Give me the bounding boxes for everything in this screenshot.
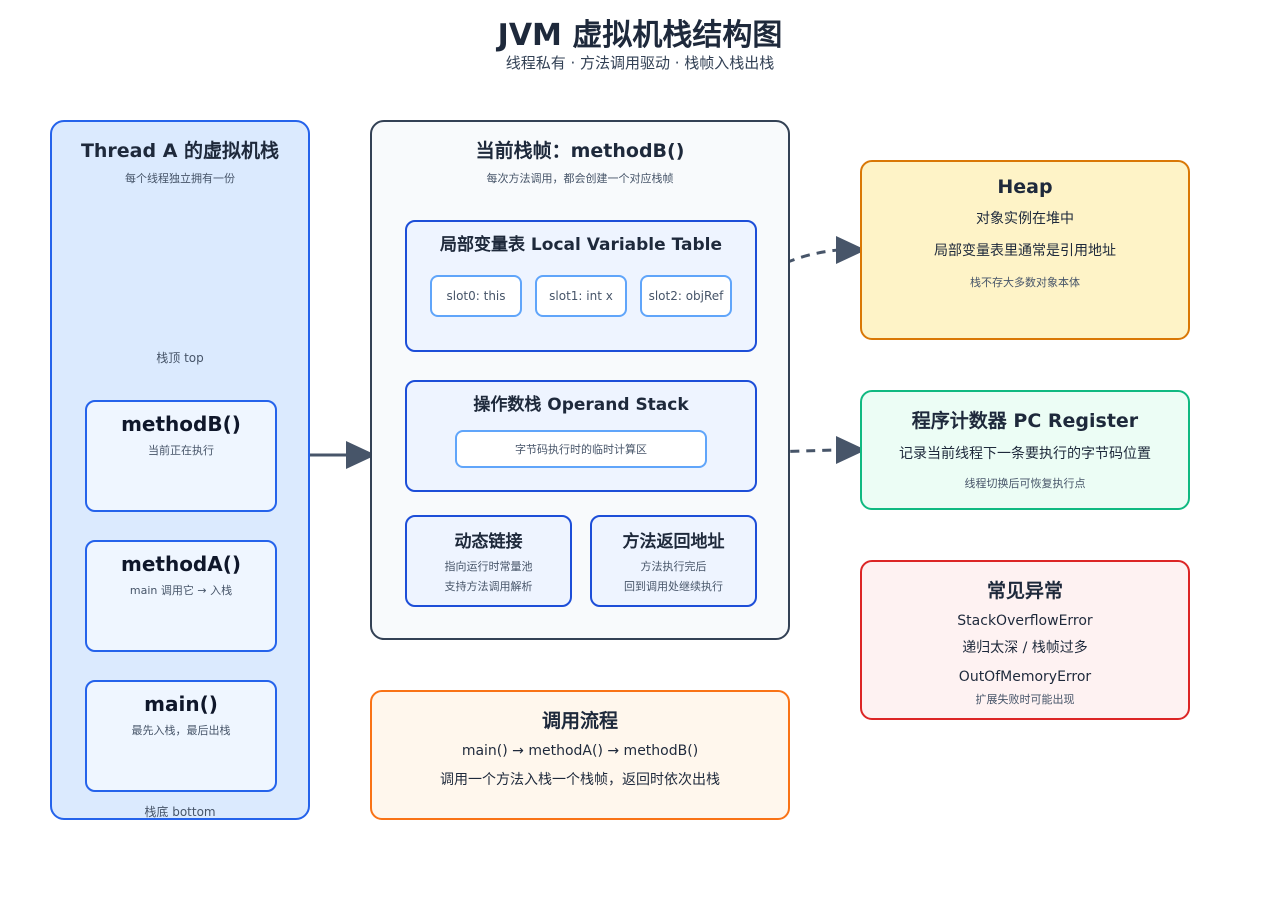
stack-top-label: 栈顶 top xyxy=(156,351,204,365)
return-address-title: 方法返回地址 xyxy=(622,532,725,552)
stack-frame-methodB: methodB() 当前正在执行 xyxy=(85,400,277,512)
dynamic-link-title: 动态链接 xyxy=(454,532,523,552)
pc-line1: 记录当前线程下一条要执行的字节码位置 xyxy=(899,446,1151,462)
exceptions-note: 扩展失败时可能出现 xyxy=(975,693,1075,706)
stack-frame-main: main() 最先入栈，最后出栈 xyxy=(85,680,277,792)
pc-register-box: 程序计数器 PC Register 记录当前线程下一条要执行的字节码位置 线程切… xyxy=(860,390,1190,510)
exceptions-box: 常见异常 StackOverflowError 递归太深 / 栈帧过多 OutO… xyxy=(860,560,1190,720)
exceptions-line3: OutOfMemoryError xyxy=(958,669,1092,685)
frame-arrow-head xyxy=(346,441,376,469)
heap-ref-arrow-head xyxy=(836,236,866,264)
slot-2: slot2: objRef xyxy=(640,275,732,317)
frame-desc: 当前正在执行 xyxy=(148,444,214,457)
return-address-line2: 回到调用处继续执行 xyxy=(624,580,723,593)
thread-subtitle: 每个线程独立拥有一份 xyxy=(125,172,235,185)
heap-note: 栈不存大多数对象本体 xyxy=(970,276,1080,289)
flow-line2: 调用一个方法入栈一个栈帧，返回时依次出栈 xyxy=(440,772,720,788)
flow-line1: main() → methodA() → methodB() xyxy=(461,743,699,759)
stack-frame-methodA: methodA() main 调用它 → 入栈 xyxy=(85,540,277,652)
dynamic-link-line1: 指向运行时常量池 xyxy=(444,560,533,573)
current-frame-subtitle: 每次方法调用，都会创建一个对应栈帧 xyxy=(486,172,674,185)
frame-name: main() xyxy=(144,692,218,716)
frame-desc: 最先入栈，最后出栈 xyxy=(131,724,231,737)
current-frame-title: 当前栈帧：methodB() xyxy=(475,140,685,162)
slot-0: slot0: this xyxy=(430,275,522,317)
call-flow-box: 调用流程 main() → methodA() → methodB() 调用一个… xyxy=(370,690,790,820)
exceptions-line1: StackOverflowError xyxy=(957,613,1093,629)
heap-title: Heap xyxy=(997,176,1053,198)
dynamic-link-line2: 支持方法调用解析 xyxy=(444,580,533,593)
current-frame-panel: 当前栈帧：methodB() 每次方法调用，都会创建一个对应栈帧 局部变量表 L… xyxy=(370,120,790,640)
stack-bottom-label: 栈底 bottom xyxy=(144,805,216,819)
slot-1: slot1: int x xyxy=(535,275,627,317)
frame-name: methodB() xyxy=(121,412,241,436)
page-title: JVM 虚拟机栈结构图 xyxy=(497,18,783,53)
pc-title: 程序计数器 PC Register xyxy=(911,410,1139,432)
heap-line2: 局部变量表里通常是引用地址 xyxy=(934,243,1116,259)
heap-box: Heap 对象实例在堆中 局部变量表里通常是引用地址 栈不存大多数对象本体 xyxy=(860,160,1190,340)
operand-stack: 操作数栈 Operand Stack 字节码执行时的临时计算区 xyxy=(405,380,757,492)
thread-stack-panel: Thread A 的虚拟机栈 每个线程独立拥有一份 栈顶 top methodB… xyxy=(50,120,310,820)
heap-line1: 对象实例在堆中 xyxy=(976,211,1074,227)
return-address-line1: 方法执行完后 xyxy=(640,560,707,573)
local-variable-table: 局部变量表 Local Variable Table slot0: this s… xyxy=(405,220,757,352)
exceptions-title: 常见异常 xyxy=(986,580,1063,602)
exceptions-line2: 递归太深 / 栈帧过多 xyxy=(962,640,1088,656)
operand-stack-desc: 字节码执行时的临时计算区 xyxy=(455,430,707,468)
pc-ref-arrow-head xyxy=(836,436,866,464)
operand-stack-title: 操作数栈 Operand Stack xyxy=(473,395,689,415)
local-variable-table-title: 局部变量表 Local Variable Table xyxy=(440,235,722,255)
frame-desc: main 调用它 → 入栈 xyxy=(129,584,233,597)
return-address-box: 方法返回地址 方法执行完后 回到调用处继续执行 xyxy=(590,515,757,607)
dynamic-link-box: 动态链接 指向运行时常量池 支持方法调用解析 xyxy=(405,515,572,607)
page-subtitle: 线程私有 · 方法调用驱动 · 栈帧入栈出栈 xyxy=(505,54,775,72)
flow-title: 调用流程 xyxy=(541,710,618,732)
pc-note: 线程切换后可恢复执行点 xyxy=(964,477,1086,490)
thread-title: Thread A 的虚拟机栈 xyxy=(80,140,280,162)
frame-name: methodA() xyxy=(120,552,242,576)
